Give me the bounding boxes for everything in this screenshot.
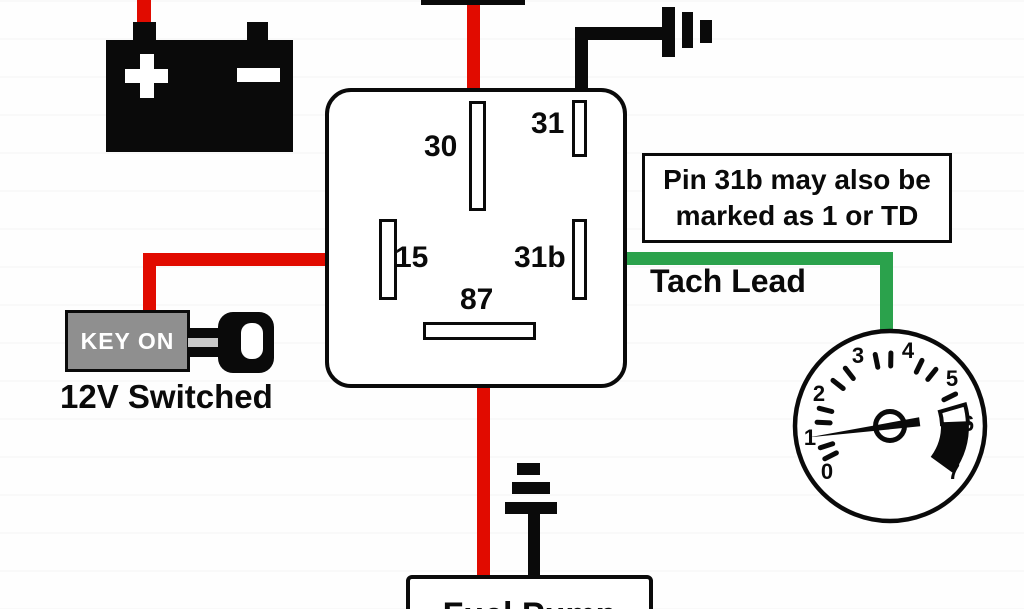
note-box: Pin 31b may also be marked as 1 or TD: [642, 153, 952, 243]
ground-icon: [505, 502, 557, 514]
key-on-label: KEY ON: [80, 327, 175, 354]
tach-number-4: 4: [902, 338, 915, 363]
key-icon: [188, 328, 220, 338]
gauge-needle: [808, 417, 921, 438]
battery-positive-terminal: [133, 22, 156, 42]
relay-pin-15: [379, 219, 397, 300]
pin-label-87: 87: [460, 283, 494, 316]
ground-icon: [700, 20, 712, 43]
tach-lead-label: Tach Lead: [650, 263, 806, 299]
key-icon: [188, 347, 220, 357]
tach-number-1: 1: [804, 425, 816, 450]
note-line-1: Pin 31b may also be: [663, 164, 931, 195]
tach-lead-wire-vertical: [880, 252, 893, 331]
ground-wire-fuel-pump: [528, 514, 540, 578]
note-line-2: marked as 1 or TD: [675, 200, 919, 231]
relay-pin-31: [572, 100, 587, 157]
switched-12v-wire-vertical: [143, 255, 156, 313]
ground-icon: [512, 482, 550, 494]
relay-pin-31b: [572, 219, 587, 300]
switched-12v-wire-horizontal: [143, 253, 329, 266]
ground-icon: [517, 463, 540, 475]
key-icon: [241, 323, 263, 359]
pin-label-30: 30: [424, 130, 458, 163]
tach-number-2: 2: [813, 381, 825, 406]
ground-wire-pin-31-vertical: [575, 27, 588, 90]
top-component-partial: [421, 0, 525, 5]
ground-icon: [682, 12, 693, 48]
ground-icon: [662, 7, 675, 57]
battery-positive-wire: [137, 0, 151, 25]
pin-label-31: 31: [531, 107, 565, 140]
gauge-redline-band: [930, 402, 970, 474]
tach-number-5: 5: [946, 366, 958, 391]
relay-pin-87: [423, 322, 536, 340]
tach-number-3: 3: [852, 343, 864, 368]
pin-label-31b: 31b: [514, 241, 566, 274]
minus-icon: [237, 68, 280, 82]
battery-negative-terminal: [247, 22, 268, 42]
ground-wire-pin-31-horizontal: [575, 27, 667, 40]
twelve-v-switched-label: 12V Switched: [60, 378, 273, 415]
tachometer-gauge: 0 1 2 3 4 5 6 7: [780, 316, 1000, 536]
tach-number-0: 0: [821, 459, 833, 484]
gauge-icon: 0 1 2 3 4 5 6 7: [792, 328, 988, 524]
relay-pin-30: [469, 101, 486, 211]
fuel-pump-box: Fuel Pump: [406, 575, 653, 609]
power-wire-to-pin-30: [467, 3, 480, 91]
output-wire-pin-87: [477, 385, 490, 577]
key-switch: KEY ON: [65, 310, 190, 372]
plus-icon: [140, 54, 154, 98]
fuel-pump-label: Fuel Pump: [410, 596, 649, 609]
pin-label-15: 15: [395, 241, 429, 274]
tach-lead-wire-horizontal: [625, 252, 893, 265]
battery-icon: [106, 40, 293, 152]
